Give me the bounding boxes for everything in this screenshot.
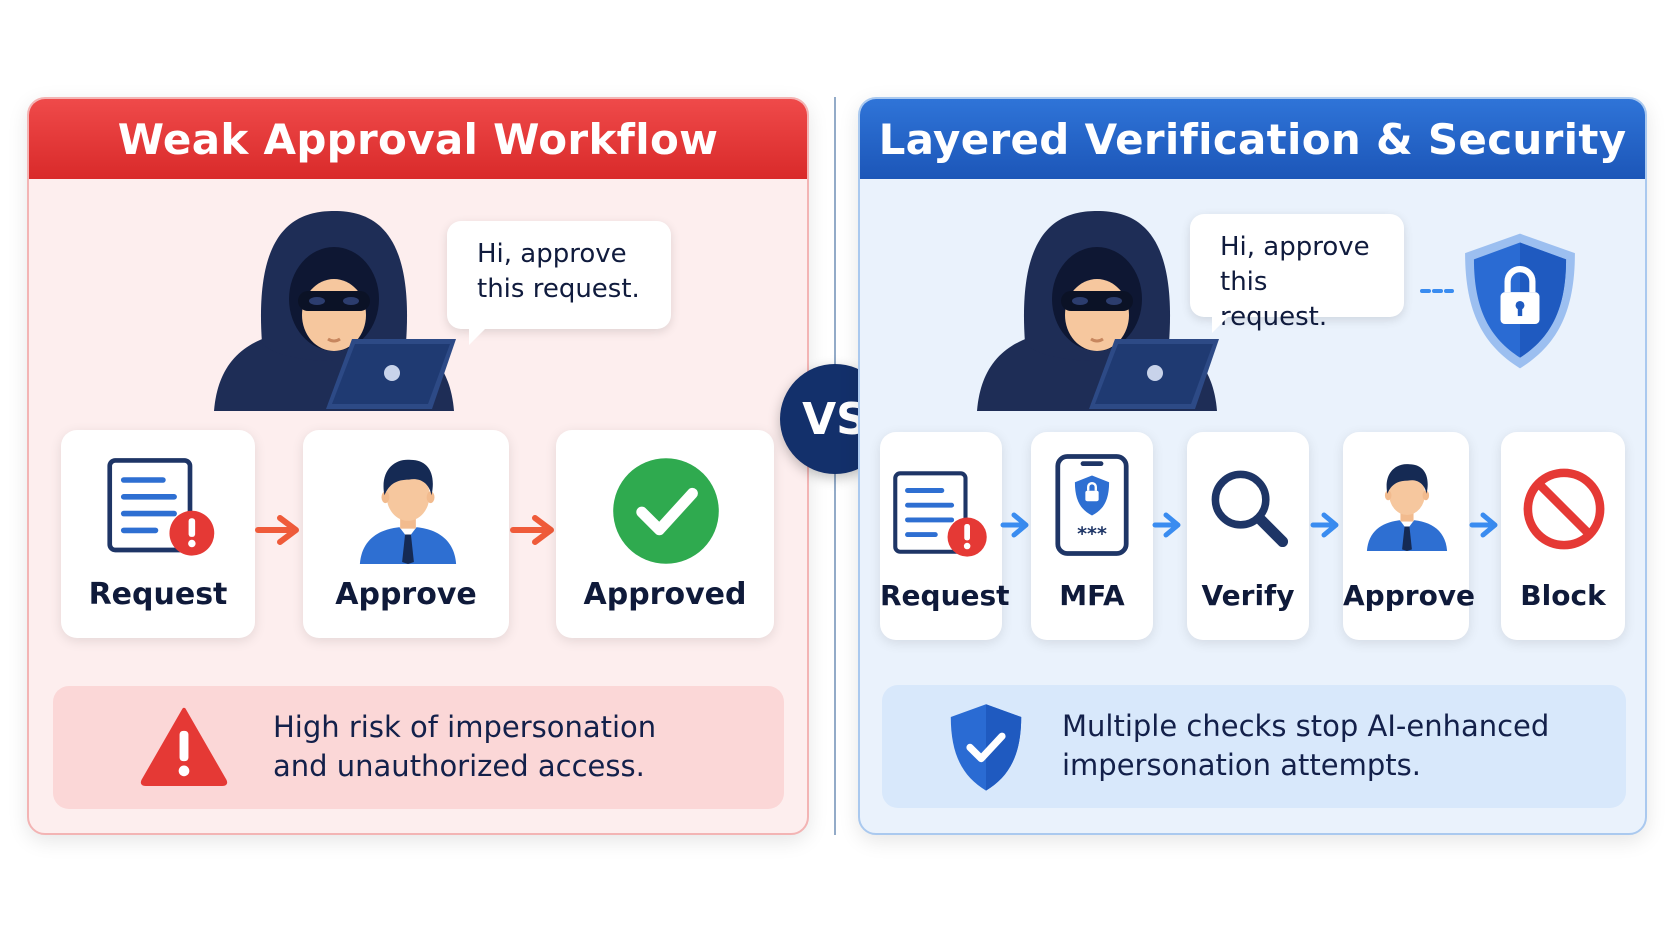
magnifier-icon: [1207, 466, 1291, 550]
note-line-1: Multiple checks stop AI-enhanced: [1062, 709, 1550, 743]
step-verify: Verify: [1187, 432, 1309, 640]
document-alert-icon: [892, 469, 990, 561]
arrow-right-icon: [510, 515, 554, 545]
approver-person-icon: [1362, 460, 1452, 552]
approver-person-icon: [353, 456, 463, 564]
shield-check-icon: [946, 701, 1026, 793]
warning-triangle-icon: [139, 706, 229, 786]
weak-workflow-panel: Weak Approval Workflow Hi, approve this …: [27, 97, 809, 835]
speech-line-1: Hi, approve: [477, 239, 627, 269]
panel-title: Weak Approval Workflow: [29, 99, 807, 179]
step-request: Request: [61, 430, 255, 638]
step-label: Request: [88, 577, 228, 612]
speech-line-2: this request.: [1220, 267, 1328, 332]
layered-security-panel: Layered Verification & Security Hi, appr…: [858, 97, 1647, 835]
step-label: Approve: [1343, 579, 1476, 612]
speech-bubble: Hi, approve this request.: [1190, 214, 1404, 333]
shield-lock-icon: [1458, 229, 1582, 373]
arrow-right-icon: [1469, 512, 1498, 538]
hacker-icon: [967, 211, 1227, 411]
security-note-box: Multiple checks stop AI-enhanced imperso…: [882, 685, 1626, 808]
green-check-icon: [611, 456, 721, 566]
phone-shield-icon: [1054, 452, 1130, 558]
warning-line-1: High risk of impersonation: [273, 710, 657, 744]
step-label: MFA: [1059, 579, 1125, 612]
step-label: Block: [1520, 579, 1606, 612]
hacker-icon: [204, 211, 464, 411]
arrow-right-icon: [255, 515, 299, 545]
block-sign-icon: [1521, 466, 1607, 552]
note-line-2: impersonation attempts.: [1062, 748, 1421, 782]
step-mfa: MFA: [1031, 432, 1153, 640]
speech-bubble: Hi, approve this request.: [447, 221, 671, 345]
panel-title: Layered Verification & Security: [860, 99, 1645, 179]
warning-line-2: and unauthorized access.: [273, 749, 645, 783]
speech-line-2: this request.: [477, 274, 640, 304]
arrow-right-icon: [1310, 512, 1339, 538]
step-approved: Approved: [556, 430, 774, 638]
step-block: Block: [1501, 432, 1625, 640]
step-request: Request: [880, 432, 1010, 640]
arrow-right-icon: [1152, 512, 1181, 538]
step-approve: Approve: [303, 430, 509, 638]
step-label: Approve: [335, 577, 477, 612]
step-label: Approved: [583, 577, 747, 612]
step-approve: Approve: [1343, 432, 1476, 640]
step-label: Request: [880, 579, 1010, 612]
risk-warning-box: High risk of impersonation and unauthori…: [53, 686, 784, 809]
document-alert-icon: [106, 456, 218, 560]
arrow-right-icon: [1000, 512, 1029, 538]
speech-line-1: Hi, approve: [1220, 232, 1370, 262]
step-label: Verify: [1201, 579, 1295, 612]
dashed-connector: [1420, 289, 1454, 293]
